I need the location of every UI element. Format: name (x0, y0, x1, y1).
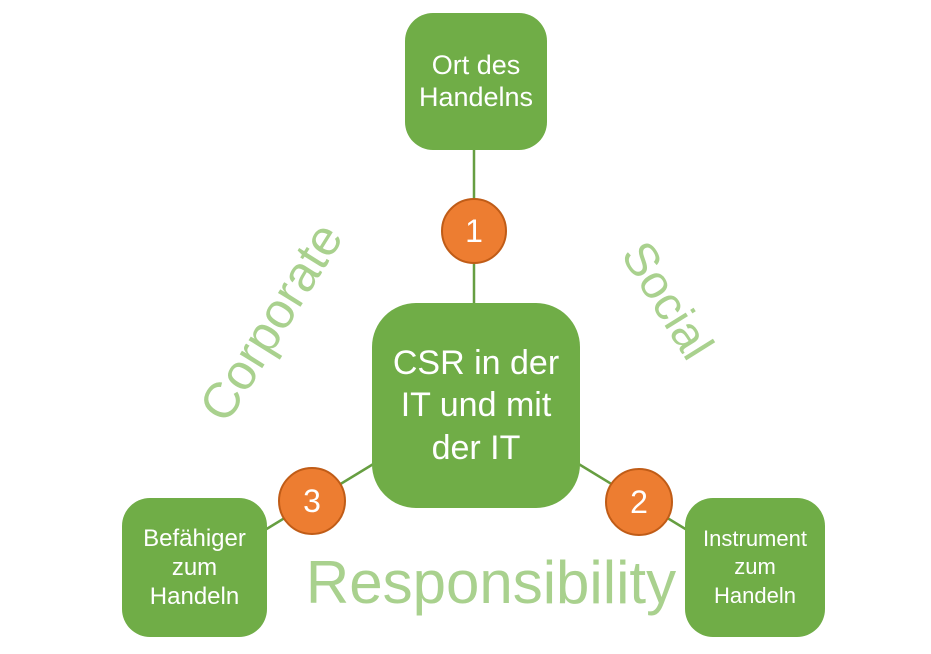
node-label-line: Handeln (714, 582, 796, 608)
node-ort-des-handelns: Ort des Handelns (405, 13, 547, 150)
node-label-line: Handeln (149, 583, 240, 611)
node-label-line: der IT (431, 428, 521, 467)
node-befaehiger-zum-handeln: Befähiger zum Handeln (122, 498, 267, 637)
node-label-line: Ort des (431, 49, 521, 80)
node-label-line: IT und mit (400, 386, 552, 425)
node-label-line: Handelns (418, 81, 534, 112)
node-label-line: Befähiger (143, 524, 246, 552)
node-label-line: Instrument (703, 525, 807, 551)
badge-number-1: 1 (441, 198, 507, 264)
background-word-responsibility: Responsibility (305, 549, 677, 616)
node-csr-in-der-it: CSR in der IT und mit der IT (372, 303, 580, 508)
badge-number-3: 3 (278, 467, 346, 535)
badge-number-2: 2 (605, 468, 673, 536)
node-label-line: CSR in der (392, 344, 560, 383)
node-instrument-zum-handeln: Instrument zum Handeln (685, 498, 825, 637)
node-label-line: zum (734, 554, 776, 580)
node-label-line: zum (171, 553, 218, 581)
